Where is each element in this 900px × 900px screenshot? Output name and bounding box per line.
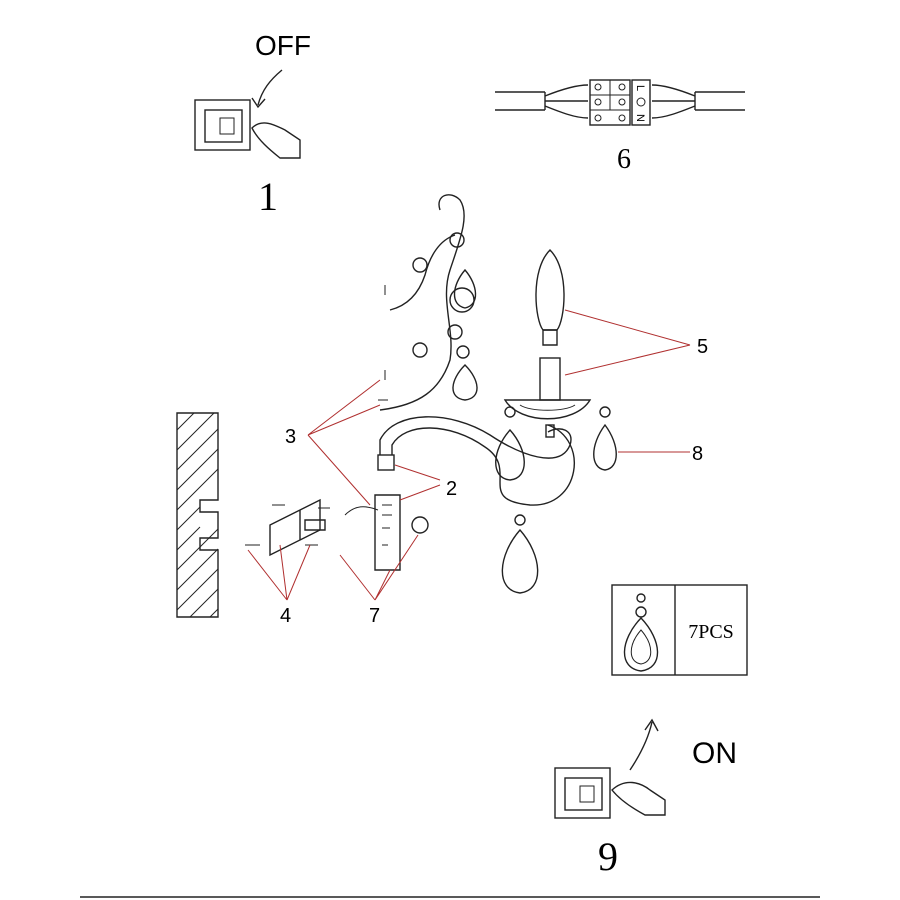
wall-section xyxy=(176,412,219,618)
switch-off-illustration: OFF 1 xyxy=(194,30,311,219)
crystal-quantity-box: 7PCS xyxy=(611,584,748,676)
mounting-bracket xyxy=(245,498,330,557)
callout-7: 7 xyxy=(369,605,380,627)
terminal-live-label: L xyxy=(634,85,646,91)
candle-bulb xyxy=(535,249,565,331)
bulb-base xyxy=(542,329,558,346)
arrow-down-icon xyxy=(257,69,283,106)
arrow-up-icon xyxy=(629,721,653,771)
step-1-number: 1 xyxy=(258,174,278,219)
decorative-arm xyxy=(378,194,478,411)
leader-lines xyxy=(247,309,691,601)
switch-on-illustration: ON 9 xyxy=(554,718,737,879)
lamp-body xyxy=(377,249,617,594)
callout-8: 8 xyxy=(692,443,703,465)
on-label: ON xyxy=(692,737,737,770)
step-9-number: 9 xyxy=(598,834,618,879)
backplate xyxy=(344,494,429,571)
terminal-block-illustration: L N 6 xyxy=(495,79,745,175)
callouts: 3 2 5 8 4 7 xyxy=(280,336,708,627)
hand-icon xyxy=(251,122,301,159)
callout-5: 5 xyxy=(697,336,708,358)
callout-3: 3 xyxy=(285,426,296,448)
off-label: OFF xyxy=(255,30,311,61)
hand-icon xyxy=(611,781,666,816)
callout-4: 4 xyxy=(280,605,291,627)
step-6-number: 6 xyxy=(617,144,631,175)
callout-2: 2 xyxy=(446,478,457,500)
crystal-quantity: 7PCS xyxy=(688,621,734,643)
terminal-neutral-label: N xyxy=(634,114,646,122)
